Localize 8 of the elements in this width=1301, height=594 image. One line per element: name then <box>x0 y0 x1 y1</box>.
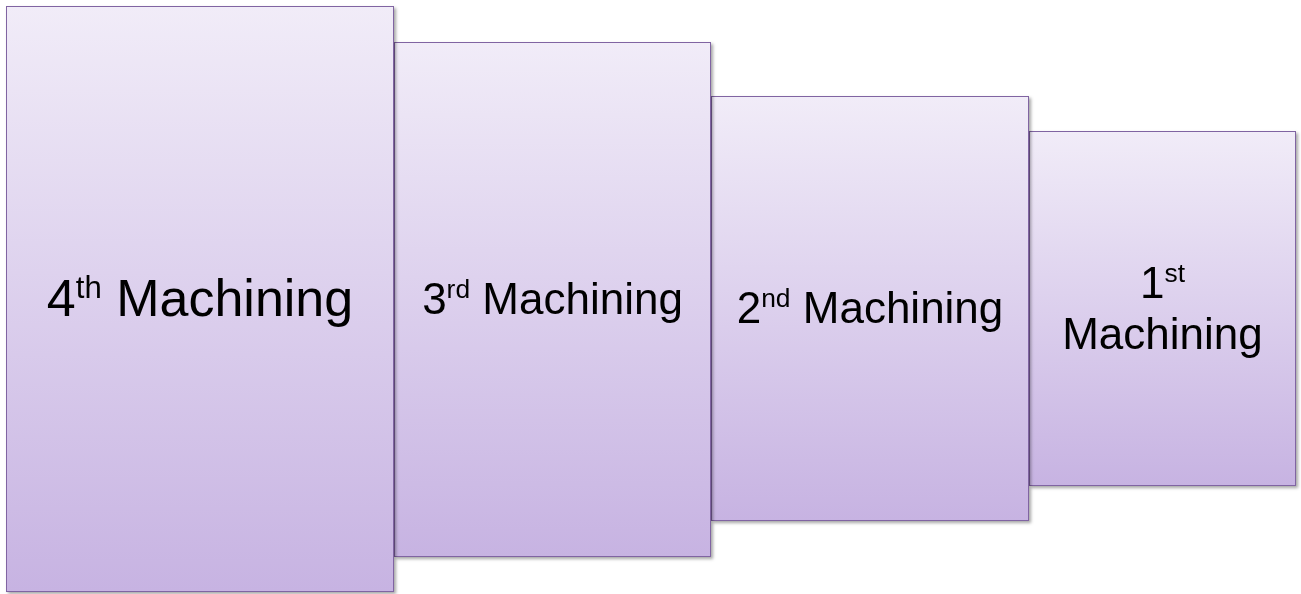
box-label: 4$^{th}$ Machining <box>46 269 354 329</box>
process-box <box>394 42 711 557</box>
box-label: 1$^{st}$ Machining <box>1061 257 1264 360</box>
box-label: 3$^{rd}$ Machining <box>422 274 683 325</box>
process-box <box>711 96 1029 521</box>
process-box <box>6 6 394 592</box>
process-box <box>1029 131 1296 486</box>
box-label: 2$^{nd}$ Machining <box>736 283 1004 334</box>
